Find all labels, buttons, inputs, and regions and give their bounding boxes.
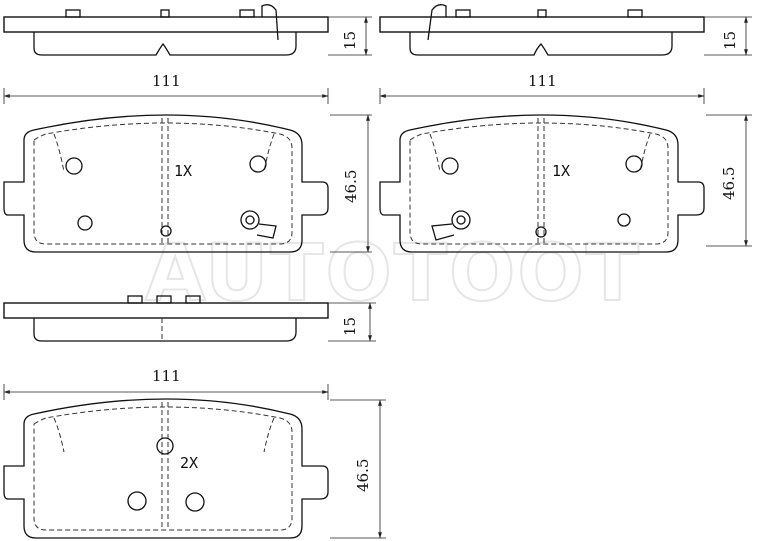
width-dimension-bottom: 111 [3, 367, 329, 400]
pad-bottom: 15 111 2X 46.5 [3, 295, 386, 539]
side-view-top-left [3, 4, 329, 56]
front-view-top-left: 1X [3, 114, 329, 253]
thickness-label: 15 [341, 31, 359, 50]
height-label: 46.5 [720, 167, 738, 200]
front-view-top-right: 1X [379, 114, 705, 253]
thickness-dimension-top-right: 15 [704, 16, 752, 56]
height-dimension-top-right: 46.5 [706, 114, 752, 247]
height-dimension-top-left: 46.5 [330, 114, 372, 253]
quantity-label: 2X [180, 454, 198, 472]
thickness-dimension-bottom: 15 [328, 302, 376, 342]
pad-top-left: 15 111 1X [3, 4, 372, 253]
width-dimension-top-right: 111 [379, 72, 705, 104]
pad-top-right: 15 111 1X 46.5 [379, 4, 752, 253]
quantity-label: 1X [174, 162, 192, 180]
height-label: 46.5 [354, 459, 372, 492]
side-view-top-right [379, 4, 705, 56]
front-view-bottom: 2X [3, 398, 329, 539]
width-dimension-top-left: 111 [3, 72, 329, 104]
width-label: 111 [152, 72, 181, 90]
side-view-bottom [3, 295, 329, 342]
height-label: 46.5 [342, 170, 360, 203]
width-label: 111 [528, 72, 557, 90]
thickness-label: 15 [721, 31, 739, 50]
thickness-label: 15 [341, 317, 359, 336]
width-label: 111 [152, 367, 181, 385]
height-dimension-bottom: 46.5 [330, 399, 386, 539]
quantity-label: 1X [552, 162, 570, 180]
thickness-dimension-top-left: 15 [328, 16, 372, 56]
